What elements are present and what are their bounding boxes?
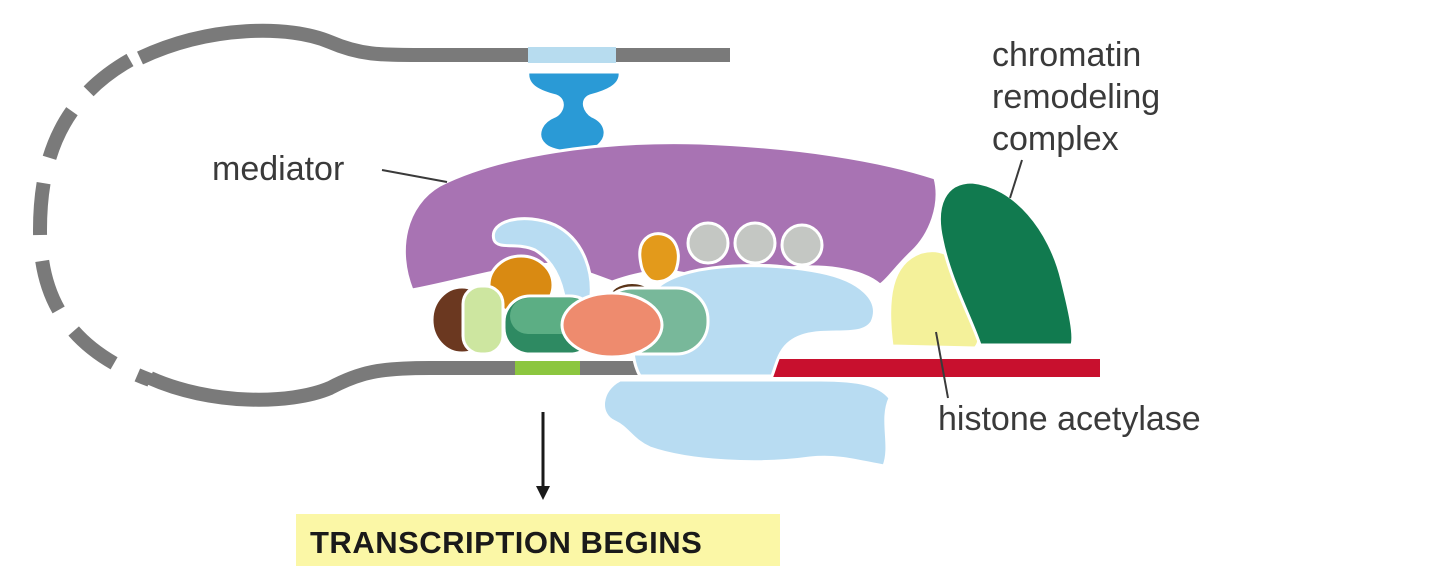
transcription-arrow-head xyxy=(536,486,550,500)
grey-subunit-3 xyxy=(780,223,824,267)
transcription-begins-caption: TRANSCRIPTION BEGINS xyxy=(310,525,702,560)
dna-loop-dashed xyxy=(32,53,153,387)
enhancer-binding-site xyxy=(528,47,616,63)
histone-acetylase-leader-line xyxy=(935,331,949,399)
grey-subunit-1 xyxy=(686,221,730,265)
mediator-leader-line xyxy=(381,169,448,183)
pale-green-factor xyxy=(461,284,505,356)
chromatin-leader-line xyxy=(1009,159,1023,199)
grey-subunit-2 xyxy=(733,221,777,265)
mediator-label: mediator xyxy=(212,150,344,188)
small-orange-factor xyxy=(638,232,680,284)
salmon-factor xyxy=(560,291,664,359)
histone-acetylase-label: histone acetylase xyxy=(938,400,1201,438)
dna-bottom-strand xyxy=(147,361,725,407)
chromatin-remodeling-complex xyxy=(937,180,1075,347)
caption-highlight xyxy=(296,514,780,566)
dna-top-strand xyxy=(137,23,730,65)
chromatin-label-line-1: chromatin xyxy=(992,36,1141,74)
rna-polymerase-lower xyxy=(602,378,892,468)
gene-activator-protein xyxy=(526,70,622,154)
chromatin-label-line-3: complex xyxy=(992,120,1119,158)
chromatin-label-line-2: remodeling xyxy=(992,78,1160,116)
transcribed-dna-region xyxy=(722,359,1100,377)
tata-box-segment xyxy=(515,361,580,375)
